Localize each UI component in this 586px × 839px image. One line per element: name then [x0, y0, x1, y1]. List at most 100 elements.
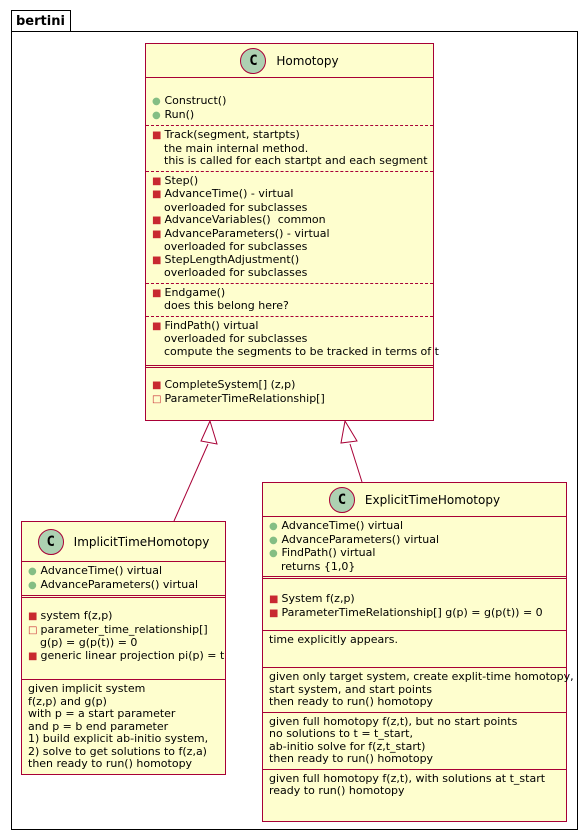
member-text: parameter_time_relationship[] — [40, 622, 208, 636]
member-text: system f(z,p) — [40, 609, 113, 622]
member-line: □ ParameterTimeRelationship[] — [152, 391, 427, 407]
class-name: ImplicitTimeHomotopy — [73, 534, 210, 549]
private-field-icon: □ — [28, 624, 38, 636]
member-line: ■ system f(z,p) — [28, 609, 219, 624]
note-line: then ready to run() homotopy — [269, 752, 434, 765]
note-line: f(z,p) and g(p) — [28, 694, 107, 708]
divider — [263, 630, 566, 631]
member-line: overloaded for subclasses — [152, 201, 427, 215]
member-text: ParameterTimeRelationship[] g(p) = g(p(t… — [281, 605, 543, 619]
member-line: overloaded for subclasses — [152, 266, 427, 280]
method-group: ● Construct()● Run() — [146, 92, 433, 125]
private-member-icon: ■ — [152, 320, 162, 332]
member-line: ■ Endgame() — [152, 286, 427, 301]
member-line: ■ StepLengthAdjustment() — [152, 252, 427, 268]
member-line: ■ generic linear projection pi(p) = t — [28, 649, 224, 664]
note-line: given full homotopy f(z,t), but no start… — [269, 714, 518, 728]
note-line: 2) solve to get solutions to f(z,a) — [28, 744, 207, 758]
member-text: returns {1,0} — [281, 559, 356, 573]
member-text: FindPath() virtual — [281, 546, 376, 559]
class-header: C Homotopy — [146, 44, 433, 78]
note-line: then ready to run() homotopy — [28, 757, 193, 770]
member-text: Run() — [164, 107, 195, 121]
member-text: g(p) = g(p(t)) = 0 — [40, 636, 138, 649]
divider — [263, 576, 566, 579]
member-text: AdvanceParameters() - virtual — [164, 226, 330, 240]
divider — [263, 768, 566, 770]
member-line: ■ Step() — [152, 173, 427, 189]
implicit-inherit-line — [173, 443, 209, 522]
private-member-icon: ■ — [28, 611, 38, 622]
member-text: overloaded for subclasses — [164, 240, 308, 253]
member-line: ■ FindPath() virtual — [152, 319, 427, 334]
method-list: ● AdvanceTime() virtual● AdvanceParamete… — [263, 517, 566, 576]
member-line: ● AdvanceTime() virtual — [269, 519, 560, 534]
member-text: AdvanceParameters() virtual — [40, 577, 199, 591]
private-member-icon: ■ — [152, 228, 162, 240]
public-member-icon: ● — [269, 534, 278, 546]
implicit-inherit-arrowhead — [200, 419, 218, 445]
divider — [22, 679, 225, 680]
member-text: Step() — [164, 173, 199, 187]
private-member-icon: ■ — [152, 215, 162, 226]
class-c-icon: C — [328, 486, 355, 513]
member-line: ● AdvanceTime() virtual — [28, 564, 219, 579]
public-member-icon: ● — [269, 548, 278, 559]
member-text: ParameterTimeRelationship[] — [164, 391, 325, 405]
member-line: ● AdvanceParameters() virtual — [28, 577, 219, 593]
class-header: C ImplicitTimeHomotopy — [22, 522, 225, 562]
note-line: ready to run() homotopy — [269, 784, 405, 797]
class-c-icon: C — [240, 47, 267, 74]
private-member-icon: ■ — [152, 287, 162, 299]
member-line: does this belong here? — [152, 299, 427, 313]
member-text: compute the segments to be tracked in te… — [164, 344, 439, 358]
private-member-icon: ■ — [152, 130, 162, 141]
member-line: this is called for each startpt and each… — [152, 154, 428, 168]
member-text: does this belong here? — [164, 299, 289, 312]
method-group: ■ Endgame()does this belong here? — [146, 282, 433, 316]
note-line: given implicit system — [28, 682, 146, 695]
divider — [22, 595, 225, 598]
member-line: ■ ParameterTimeRelationship[] g(p) = g(p… — [269, 605, 560, 621]
member-line: the main internal method. — [152, 142, 427, 156]
private-member-icon: ■ — [28, 650, 38, 662]
class-implicit-time-homotopy[interactable]: C ImplicitTimeHomotopy ● AdvanceTime() v… — [21, 521, 226, 775]
member-text: System f(z,p) — [281, 592, 355, 605]
member-line: returns {1,0} — [269, 559, 560, 574]
member-line: ● Construct() — [152, 94, 427, 109]
member-text: AdvanceTime() virtual — [281, 519, 404, 532]
note-line: start system, and start points — [269, 682, 432, 696]
note-full-homotopy-no-start: given full homotopy f(z,t), but no start… — [263, 713, 566, 769]
public-member-icon: ● — [152, 96, 161, 107]
package-tab: bertini — [11, 10, 71, 32]
member-text: this is called for each startpt and each… — [164, 154, 428, 167]
member-text: AdvanceTime() virtual — [40, 564, 163, 577]
member-text: CompleteSystem[] (z,p) — [164, 378, 296, 391]
explicit-inherit-line — [349, 443, 363, 483]
field-list: ■ System f(z,p)■ ParameterTimeRelationsh… — [263, 579, 566, 630]
member-line: compute the segments to be tracked in te… — [152, 345, 439, 359]
member-line: ■ System f(z,p) — [269, 592, 560, 607]
note-time: time explicitly appears. — [263, 631, 566, 667]
private-member-icon: ■ — [152, 175, 162, 187]
member-line: ■ AdvanceVariables() common — [152, 213, 427, 228]
class-explicit-time-homotopy[interactable]: C ExplicitTimeHomotopy ● AdvanceTime() v… — [262, 482, 574, 822]
note-full-homotopy-with-start: given full homotopy f(z,t), with solutio… — [263, 770, 566, 801]
member-text: Construct() — [164, 94, 227, 107]
member-line: ● AdvanceParameters() virtual — [269, 533, 560, 548]
class-homotopy[interactable]: C Homotopy ● Construct()● Run() ■ Track(s… — [145, 43, 439, 421]
member-line: ● FindPath() virtual — [269, 546, 560, 561]
note-line: 1) build explicit ab-initio system, — [28, 732, 209, 745]
note-line: then ready to run() homotopy — [269, 695, 434, 708]
class-name: ExplicitTimeHomotopy — [364, 492, 501, 507]
member-line: ■ Track(segment, startpts) — [152, 128, 427, 143]
member-line: g(p) = g(p(t)) = 0 — [28, 636, 219, 650]
member-text: AdvanceVariables() common — [164, 213, 326, 226]
member-text: AdvanceTime() - virtual — [164, 187, 294, 200]
member-text: StepLengthAdjustment() — [164, 252, 300, 266]
field-list: ■ system f(z,p)□ parameter_time_relation… — [22, 598, 225, 679]
public-member-icon: ● — [269, 521, 278, 532]
